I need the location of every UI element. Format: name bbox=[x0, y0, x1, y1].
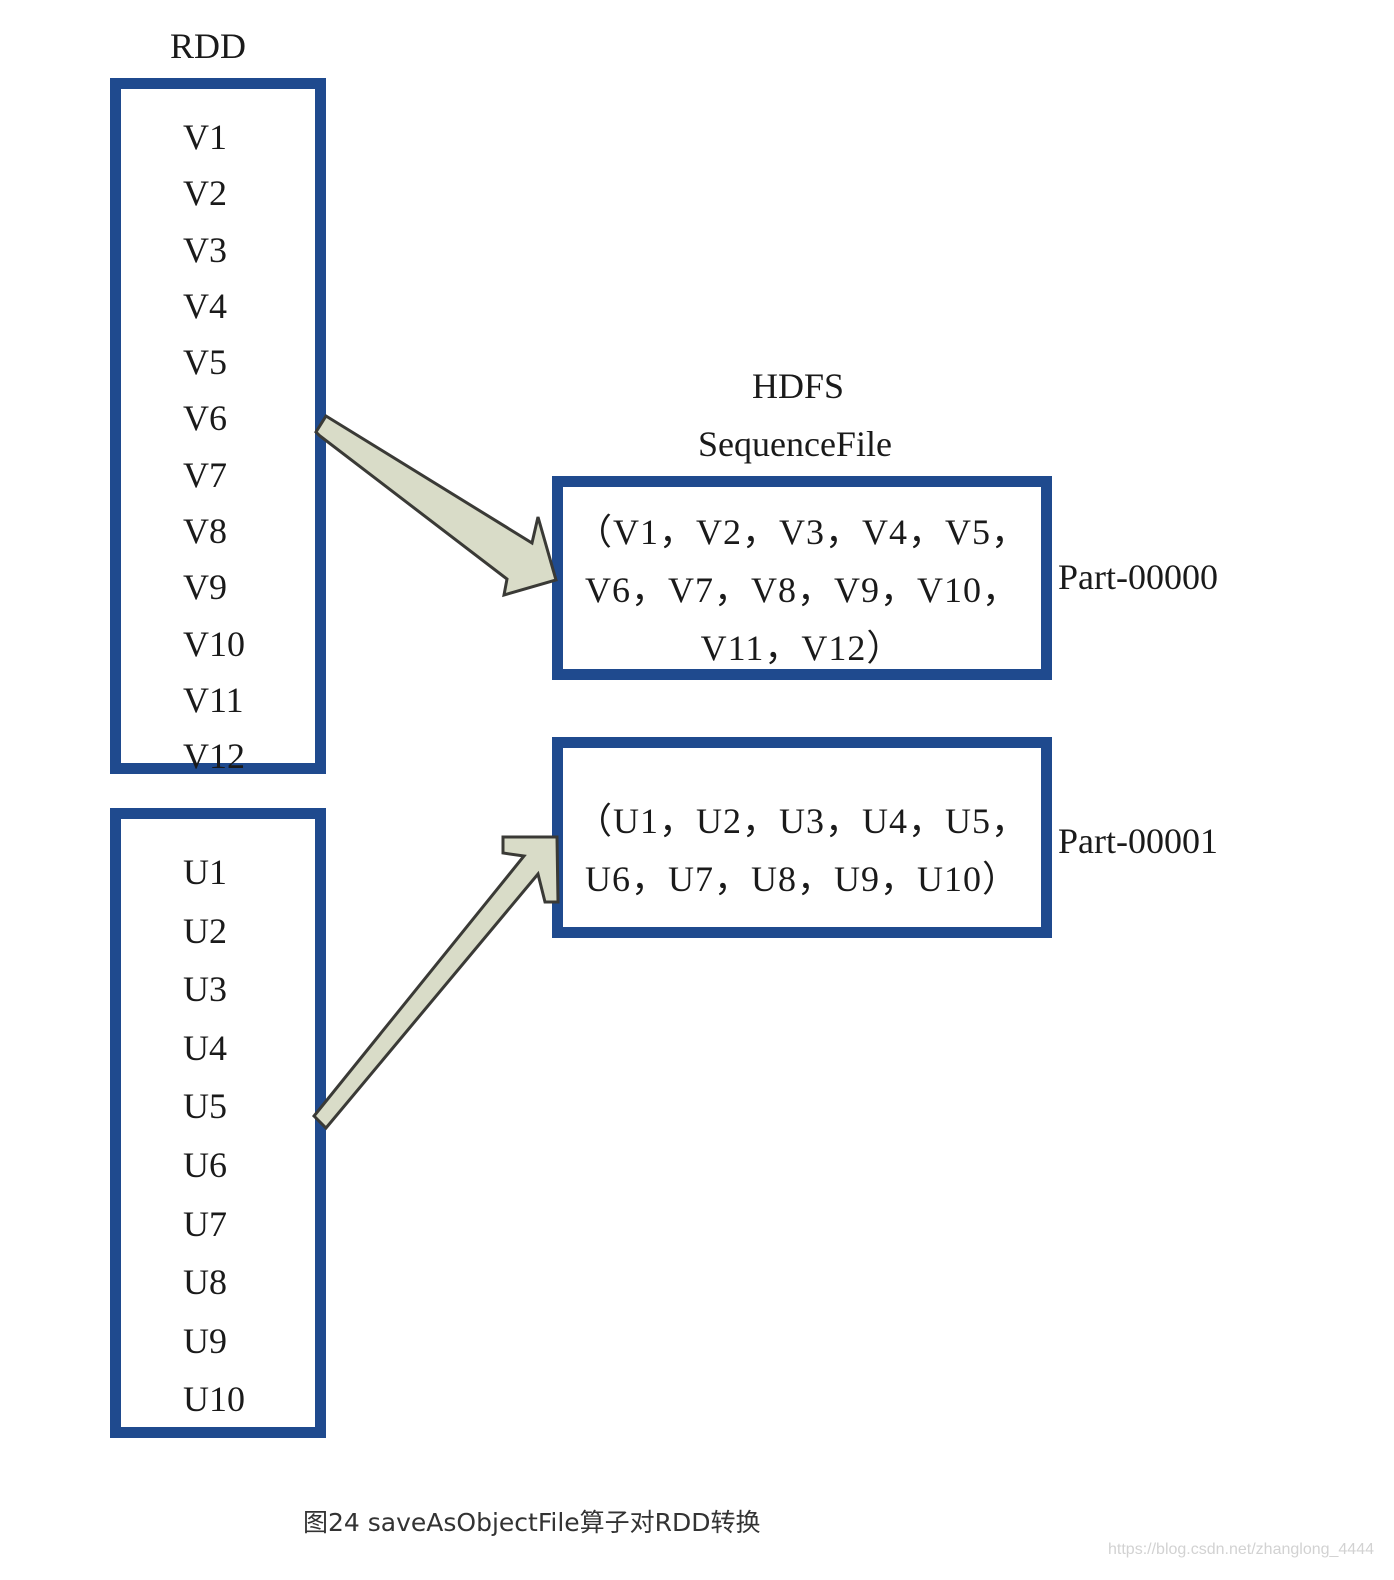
rdd-item: V1 bbox=[183, 117, 227, 157]
rdd-item: U9 bbox=[183, 1320, 227, 1361]
file-content-line: （U1，U2，U3，U4，U5， bbox=[576, 801, 1028, 841]
rdd-partition-v: V1 V2 V3 V4 V5 V6 V7 V8 V9 V10 V11 V12 bbox=[110, 78, 326, 776]
rdd-item: U5 bbox=[183, 1086, 227, 1127]
arrow-rdd-v-to-part-00000 bbox=[314, 413, 558, 598]
file-name-label: Part-00001 bbox=[1058, 821, 1218, 861]
watermark: https://blog.csdn.net/zhanglong_4444 bbox=[1108, 1541, 1374, 1558]
file-content-line: V6，V7，V8，V9，V10， bbox=[585, 570, 1019, 610]
rdd-item: V11 bbox=[183, 679, 244, 720]
rdd-item: V3 bbox=[183, 229, 227, 270]
rdd-item: U2 bbox=[183, 910, 227, 951]
rdd-item: U6 bbox=[183, 1144, 227, 1185]
rdd-item: U3 bbox=[183, 969, 227, 1010]
rdd-item: U8 bbox=[183, 1262, 227, 1303]
figure-caption: 图24 saveAsObjectFile算子对RDD转换 bbox=[303, 1508, 761, 1537]
hdfs-file-part-00000: （V1，V2，V3，V4，V5， V6，V7，V8，V9，V10， V11，V1… bbox=[552, 476, 1052, 680]
file-content-line: U6，U7，U8，U9，U10） bbox=[585, 859, 1019, 899]
rdd-item: U4 bbox=[183, 1027, 227, 1068]
rdd-title: RDD bbox=[170, 26, 247, 66]
rdd-item: V9 bbox=[183, 567, 227, 608]
file-name-label: Part-00000 bbox=[1058, 557, 1218, 597]
file-content-line: （V1，V2，V3，V4，V5， bbox=[576, 512, 1028, 552]
rdd-item: V5 bbox=[183, 342, 227, 383]
rdd-item: V4 bbox=[183, 285, 227, 326]
rdd-item: V7 bbox=[183, 454, 227, 495]
rdd-item: V6 bbox=[183, 398, 227, 439]
rdd-item: V8 bbox=[183, 511, 227, 552]
rdd-item: V10 bbox=[183, 623, 245, 664]
file-content-line: V11，V12） bbox=[700, 628, 904, 668]
rdd-item: U7 bbox=[183, 1203, 227, 1244]
arrow-rdd-u-to-part-00001 bbox=[311, 835, 560, 1131]
sequencefile-title: SequenceFile bbox=[698, 424, 892, 464]
rdd-item: U1 bbox=[183, 852, 227, 892]
rdd-item: U10 bbox=[183, 1379, 245, 1420]
hdfs-title: HDFS bbox=[752, 366, 845, 406]
rdd-item: V2 bbox=[183, 173, 227, 214]
hdfs-file-part-00001: （U1，U2，U3，U4，U5， U6，U7，U8，U9，U10） bbox=[552, 737, 1052, 938]
rdd-item: V12 bbox=[183, 736, 245, 777]
